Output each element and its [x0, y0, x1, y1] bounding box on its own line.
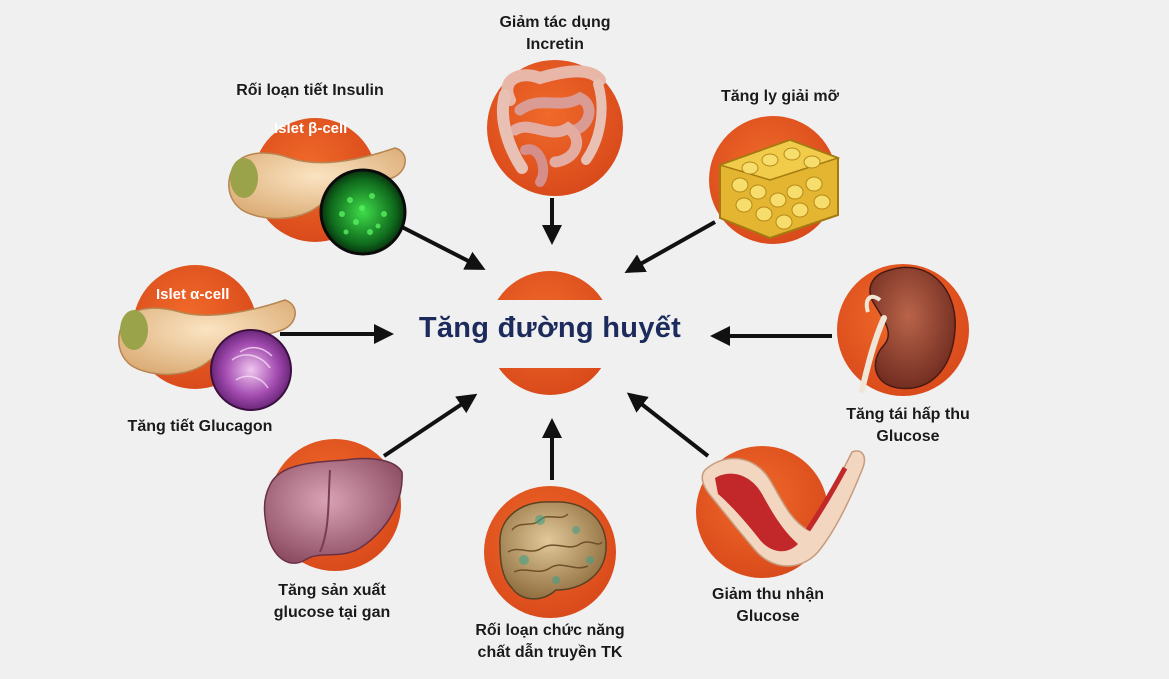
fat-tissue-icon [717, 138, 841, 240]
pancreas-alpha-cell-icon [118, 299, 296, 376]
kidney-icon [859, 266, 956, 393]
factor-brain [484, 486, 616, 618]
label-lipolysis: Tăng ly giải mỡ [720, 88, 840, 105]
label-brain: Rối loạn chức năng chất dẫn truyền TK [475, 622, 625, 661]
brain-icon [499, 501, 607, 600]
label-kidney: Tăng tái hấp thu Glucose [846, 406, 970, 445]
muscle-arm-icon [701, 450, 866, 567]
label-incretin: Giảm tác dụng Incretin [499, 14, 611, 53]
arrow-liver [382, 393, 478, 458]
liver-icon [263, 457, 403, 564]
label-insulin: Rối loạn tiết Insulin [236, 82, 384, 99]
factor-incretin [487, 60, 623, 196]
arrow-insulin [399, 224, 486, 270]
arrow-muscle [626, 392, 710, 458]
label-liver: Tăng sản xuất glucose tại gan [273, 582, 391, 621]
label-glucagon: Tăng tiết Glucagon [127, 418, 273, 435]
factor-muscle [696, 446, 866, 578]
factor-kidney [837, 264, 969, 396]
pancreas-beta-cell-icon [228, 147, 406, 220]
beta-cell-label: Islet β-cell [274, 120, 348, 137]
beta-cell-micrograph-icon [319, 168, 407, 256]
factor-liver [263, 439, 403, 571]
center-title: Tăng đường huyết [418, 312, 682, 344]
alpha-cell-label: Islet α-cell [156, 286, 230, 303]
center-node [470, 271, 630, 395]
label-muscle: Giảm thu nhận Glucose [712, 586, 824, 625]
alpha-cell-micrograph-icon [210, 329, 292, 411]
arrow-lipolysis [624, 220, 716, 273]
intestine-icon [496, 65, 607, 187]
arrows [280, 198, 832, 480]
factor-glucagon [118, 265, 296, 411]
factor-lipolysis [709, 116, 841, 244]
factor-insulin [228, 118, 407, 256]
